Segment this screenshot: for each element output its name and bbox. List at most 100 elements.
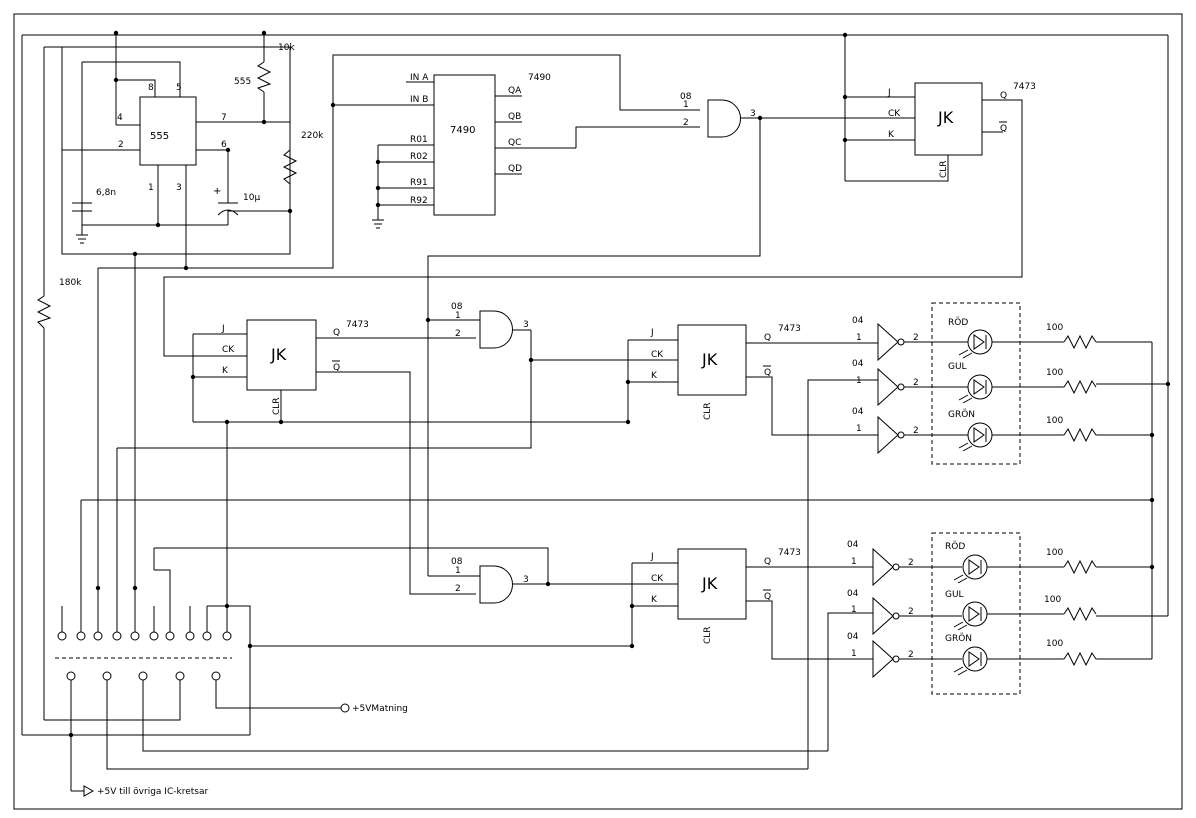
jk-top-name: JK bbox=[937, 108, 954, 127]
jk-top-qbar: Q bbox=[1000, 124, 1007, 134]
jk-mid-right-part: 7473 bbox=[778, 324, 801, 334]
jk-bottom-name: JK bbox=[701, 574, 718, 593]
inv3-out: 2 bbox=[913, 426, 919, 436]
led4-label: RÖD bbox=[945, 541, 965, 552]
jk-mid-right-box bbox=[677, 324, 747, 396]
inv1-out: 2 bbox=[913, 333, 919, 343]
r92-label: R92 bbox=[410, 196, 428, 206]
timer-section: 555 555 4 8 5 7 2 6 1 3 6,8n + 10µ bbox=[61, 30, 334, 271]
pin5-label: 5 bbox=[176, 83, 182, 93]
counter-part-label: 7490 bbox=[528, 73, 551, 83]
in-a-label: IN A bbox=[410, 73, 429, 83]
inv5-in: 1 bbox=[851, 605, 857, 615]
pin2-label: 2 bbox=[118, 140, 124, 150]
inv4-in: 1 bbox=[851, 557, 857, 567]
inv4-out: 2 bbox=[908, 558, 914, 568]
counter-section: 7490 7490 IN A IN B R01 R02 R91 R92 QA Q… bbox=[330, 54, 700, 229]
inv6-part: 04 bbox=[847, 632, 859, 642]
r02-label: R02 bbox=[410, 152, 428, 162]
indicator-bottom: 04 1 2 RÖD 100 04 1 2 GUL 100 04 bbox=[847, 532, 1168, 695]
jk-bottom-part: 7473 bbox=[778, 548, 801, 558]
pin7-label: 7 bbox=[221, 113, 227, 123]
jk-top-q: Q bbox=[1000, 91, 1007, 101]
inv5-part: 04 bbox=[847, 589, 859, 599]
jk-mid-left-q: Q bbox=[333, 328, 340, 338]
left-rails: 180k bbox=[21, 34, 1169, 736]
jk-mid-left-part: 7473 bbox=[346, 320, 369, 330]
r10k-label: 10k bbox=[278, 43, 295, 53]
r1-label: 100 bbox=[1046, 323, 1063, 333]
jk-top-j: J bbox=[887, 88, 891, 98]
timer-ic bbox=[139, 96, 197, 166]
jk-top-box bbox=[914, 82, 983, 156]
r180k-label: 180k bbox=[59, 278, 82, 288]
jk-bottom-j: J bbox=[650, 552, 654, 562]
inv6-in: 1 bbox=[851, 649, 857, 659]
supply-label: +5VMatning bbox=[352, 704, 408, 714]
inv3-in: 1 bbox=[856, 424, 862, 434]
r4-label: 100 bbox=[1046, 548, 1063, 558]
led-group-top bbox=[931, 302, 1021, 465]
qb-label: QB bbox=[508, 112, 521, 122]
pin1-label: 1 bbox=[148, 183, 154, 193]
and-bot-part: 08 bbox=[451, 557, 463, 567]
svg-text:+: + bbox=[213, 186, 221, 197]
pin4-label: 4 bbox=[117, 113, 123, 123]
jk-top-part: 7473 bbox=[1013, 82, 1036, 92]
led1-label: RÖD bbox=[948, 317, 968, 328]
r220k-label: 220k bbox=[301, 131, 324, 141]
and-top-part: 08 bbox=[680, 92, 692, 102]
jk-mid-right-k: K bbox=[651, 371, 658, 381]
jk-top-k: K bbox=[888, 130, 895, 140]
and-top-in1: 1 bbox=[683, 100, 689, 110]
jk-mid-left-ck: CK bbox=[222, 345, 235, 355]
jk-mid-right: JK 7473 J CK K Q Q CLR bbox=[625, 324, 878, 436]
counter-name: 7490 bbox=[450, 125, 475, 136]
counter-ic bbox=[433, 74, 496, 216]
and-gate-bottom: 08 1 2 3 bbox=[451, 557, 678, 604]
inv2-out: 2 bbox=[913, 378, 919, 388]
inv1-part: 04 bbox=[852, 316, 864, 326]
and-gate-mid: 08 1 2 3 bbox=[425, 302, 678, 577]
r01-label: R01 bbox=[410, 135, 428, 145]
jk-bottom: JK 7473 J CK K Q Q CLR bbox=[247, 548, 873, 660]
jk-top: JK 7473 J CK K Q Q CLR bbox=[163, 32, 1036, 357]
and-mid-part: 08 bbox=[451, 302, 463, 312]
jk-bottom-qbar: Q bbox=[764, 592, 771, 602]
led3-label: GRÖN bbox=[948, 409, 975, 420]
qd-label: QD bbox=[508, 164, 522, 174]
jk-bottom-k: K bbox=[651, 595, 658, 605]
and-gate-top: 08 1 2 3 bbox=[427, 92, 915, 320]
jk-bottom-q: Q bbox=[764, 557, 771, 567]
jk-mid-left-k: K bbox=[222, 366, 229, 376]
cap-6n8-label: 6,8n bbox=[96, 188, 116, 198]
inv6-out: 2 bbox=[908, 650, 914, 660]
schematic-frame bbox=[13, 13, 1183, 810]
inv3-part: 04 bbox=[852, 407, 864, 417]
inv2-in: 1 bbox=[856, 376, 862, 386]
indicator-top: 04 1 2 RÖD 100 04 1 2 GUL 100 04 bbox=[852, 302, 1171, 465]
other-ic-label: +5V till övriga IC-kretsar bbox=[97, 787, 208, 797]
pin3-label: 3 bbox=[176, 183, 182, 193]
jk-bottom-box bbox=[677, 548, 747, 620]
inv2-part: 04 bbox=[852, 359, 864, 369]
and-bot-in2: 2 bbox=[455, 584, 461, 594]
and-bot-in1: 1 bbox=[455, 566, 461, 576]
jk-mid-left-j: J bbox=[221, 324, 225, 334]
jk-mid-right-qbar: Q bbox=[764, 368, 771, 378]
timer-part-label: 555 bbox=[234, 77, 251, 87]
pin6-label: 6 bbox=[221, 140, 227, 150]
jk-bottom-ck: CK bbox=[651, 574, 664, 584]
and-mid-out: 3 bbox=[523, 320, 529, 330]
jk-mid-left-name: JK bbox=[270, 345, 287, 364]
jk-mid-left-clr: CLR bbox=[272, 397, 282, 415]
qa-label: QA bbox=[508, 86, 522, 96]
timer-chip-label: 555 bbox=[150, 131, 169, 142]
r5-label: 100 bbox=[1044, 595, 1061, 605]
jk-mid-right-clr: CLR bbox=[703, 402, 713, 420]
led2-label: GUL bbox=[948, 362, 967, 372]
jk-mid-left-box bbox=[246, 319, 317, 391]
and-mid-in1: 1 bbox=[455, 311, 461, 321]
connector: +5VMatning +5V till övriga IC-kretsar bbox=[55, 603, 408, 797]
pin8-label: 8 bbox=[148, 83, 154, 93]
